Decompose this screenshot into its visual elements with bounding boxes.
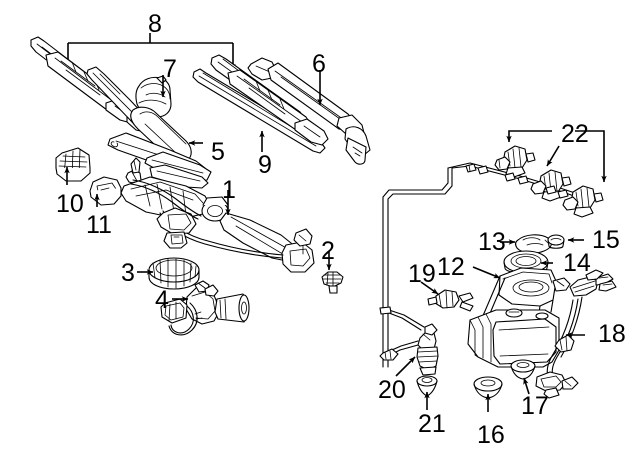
callout-22-leaders bbox=[506, 130, 607, 183]
washer-nozzle-clip-c bbox=[562, 185, 604, 218]
reservoir-grommet-17 bbox=[510, 359, 536, 380]
callout-19-leader bbox=[420, 281, 439, 295]
callout-label-5: 5 bbox=[211, 138, 225, 166]
hose-fittings bbox=[465, 163, 569, 199]
blade-refill-9 bbox=[192, 68, 326, 154]
callout-label-12: 12 bbox=[437, 253, 465, 281]
washer-nozzle-clip-a bbox=[494, 145, 536, 178]
callout-label-21: 21 bbox=[418, 410, 446, 438]
hose-tee-19 bbox=[427, 289, 474, 312]
callout-label-7: 7 bbox=[163, 55, 177, 83]
callout-label-18: 18 bbox=[598, 320, 626, 348]
callout-label-9: 9 bbox=[258, 151, 272, 179]
callout-label-14: 14 bbox=[563, 249, 591, 277]
callout-label-1: 1 bbox=[222, 176, 236, 204]
wiper-arm-6 bbox=[247, 57, 371, 165]
reservoir-filler-seal-13 bbox=[515, 234, 553, 254]
washer-nozzle-clip-b bbox=[530, 169, 572, 202]
callout-12-leader bbox=[472, 266, 501, 279]
reservoir-small-cap-15 bbox=[547, 234, 565, 249]
wiper-motor-4 bbox=[160, 280, 250, 336]
callout-label-16: 16 bbox=[477, 421, 505, 449]
callout-8-leader bbox=[65, 33, 236, 71]
callout-label-17: 17 bbox=[521, 392, 549, 420]
callout-label-6: 6 bbox=[312, 50, 326, 78]
callout-label-11: 11 bbox=[86, 211, 112, 239]
arm-clip-bracket-11 bbox=[89, 176, 122, 206]
callout-label-13: 13 bbox=[478, 228, 506, 256]
callout-label-22: 22 bbox=[561, 120, 589, 148]
linkage-grommet-2 bbox=[321, 271, 344, 294]
callout-label-20: 20 bbox=[378, 376, 406, 404]
callout-17-leader bbox=[523, 377, 530, 395]
washer-reservoir-12 bbox=[467, 267, 571, 368]
callout-label-8: 8 bbox=[148, 10, 162, 38]
callout-20-leader bbox=[395, 356, 416, 377]
callout-label-19: 19 bbox=[408, 260, 436, 288]
washer-hose-harness-18 bbox=[535, 269, 617, 399]
reservoir-filler-cap-14 bbox=[503, 250, 549, 274]
callout-label-2: 2 bbox=[321, 237, 335, 265]
arm-nut-cover-10 bbox=[55, 147, 91, 182]
callout-label-15: 15 bbox=[592, 226, 620, 254]
wiper-linkage-1 bbox=[120, 157, 315, 273]
callout-label-10: 10 bbox=[56, 190, 84, 218]
motor-gear-cover-3 bbox=[148, 257, 200, 290]
reservoir-grommet-16 bbox=[473, 376, 503, 399]
wiper-blade-right bbox=[210, 54, 329, 146]
callout-label-3: 3 bbox=[121, 259, 135, 287]
washer-pump-20 bbox=[379, 306, 439, 376]
wiper-arm-5 bbox=[86, 66, 212, 189]
callout-label-4: 4 bbox=[155, 286, 169, 314]
